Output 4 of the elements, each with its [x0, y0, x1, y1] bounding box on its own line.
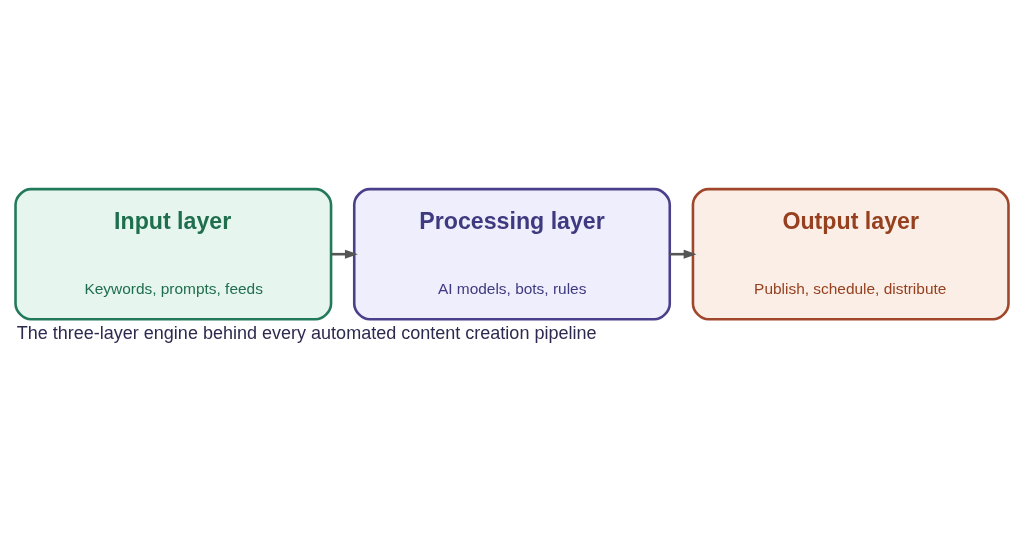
caption: The three-layer engine behind every automated content creation pipeline — [16, 322, 597, 343]
node-box: Output layer Publish, schedule, distribute — [691, 187, 1010, 321]
node-box: Processing layer AI models, bots, rules — [352, 187, 672, 321]
node-box: Input layer Keywords, prompts, feeds — [14, 187, 333, 321]
